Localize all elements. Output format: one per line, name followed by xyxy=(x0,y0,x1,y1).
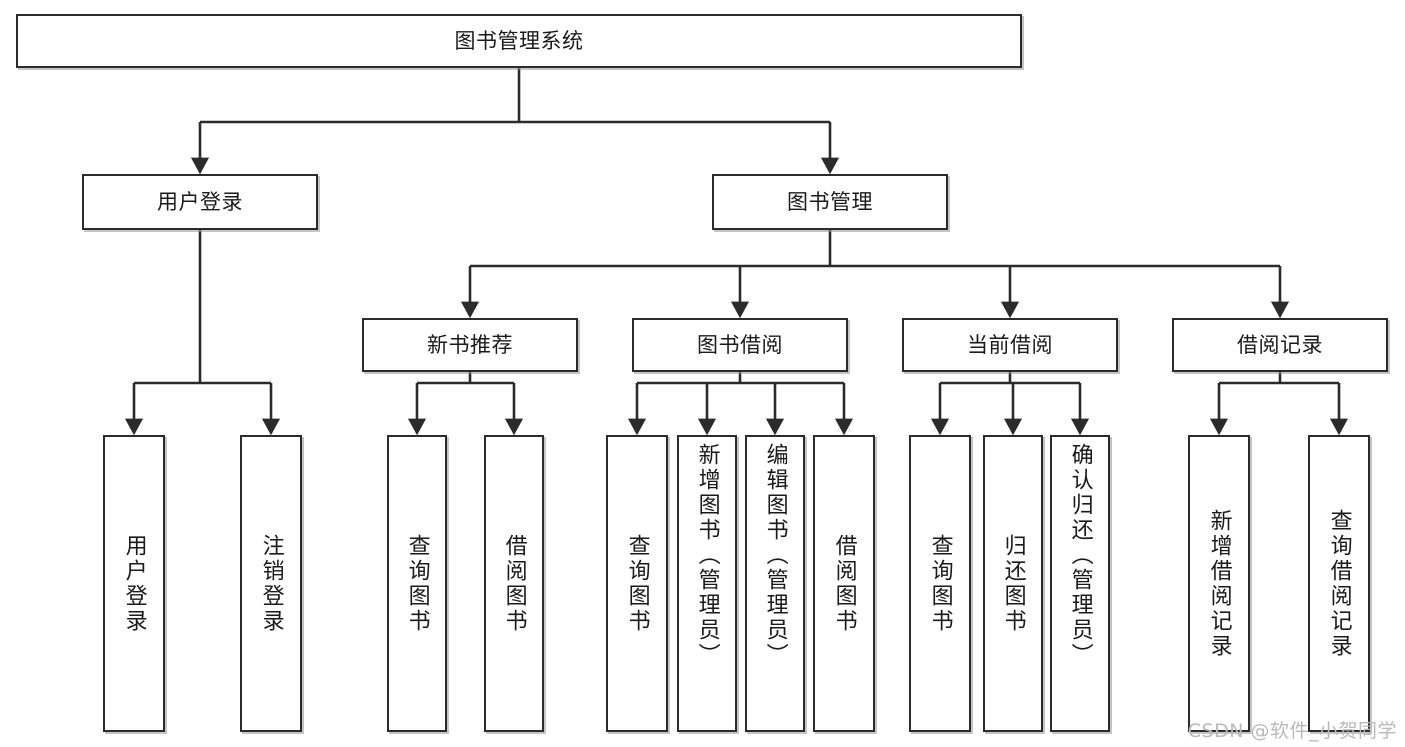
node-leaf-return-book[interactable]: 归还图书 xyxy=(983,435,1043,732)
node-leaf-logout[interactable]: 注销登录 xyxy=(240,435,302,732)
node-leaf-query-book-1[interactable]: 查询图书 xyxy=(387,435,447,732)
node-leaf-edit-book[interactable]: 编辑图书（管理员） xyxy=(745,435,805,732)
node-label: 归还图书 xyxy=(1000,533,1026,634)
node-label: 借阅图书 xyxy=(831,533,857,634)
node-label: 查询图书 xyxy=(624,533,650,634)
node-leaf-add-book[interactable]: 新增图书（管理员） xyxy=(677,435,737,732)
node-leaf-query-book-2[interactable]: 查询图书 xyxy=(606,435,668,732)
node-user-login[interactable]: 用户登录 xyxy=(82,174,318,230)
node-label: 用户登录 xyxy=(121,533,147,634)
node-root[interactable]: 图书管理系统 xyxy=(16,14,1022,68)
node-leaf-borrow-book-1[interactable]: 借阅图书 xyxy=(484,435,544,732)
node-label: 当前借阅 xyxy=(967,332,1053,357)
node-label: 借阅图书 xyxy=(501,533,527,634)
node-label: 图书管理 xyxy=(787,189,873,214)
node-label: 图书管理系统 xyxy=(454,28,584,53)
node-label: 查询图书 xyxy=(927,533,953,634)
node-leaf-confirm-ret[interactable]: 确认归还（管理员） xyxy=(1050,435,1110,732)
node-label: 新书推荐 xyxy=(427,332,513,357)
node-label: 编辑图书（管理员） xyxy=(762,443,788,668)
node-cur-borrow[interactable]: 当前借阅 xyxy=(902,318,1118,372)
node-label: 新增图书（管理员） xyxy=(694,443,720,668)
node-leaf-query-book-3[interactable]: 查询图书 xyxy=(909,435,971,732)
node-label: 借阅记录 xyxy=(1237,332,1323,357)
node-leaf-login[interactable]: 用户登录 xyxy=(103,435,165,732)
node-book-manage[interactable]: 图书管理 xyxy=(712,174,948,230)
node-label: 查询借阅记录 xyxy=(1326,508,1352,659)
node-label: 用户登录 xyxy=(157,189,243,214)
csdn-watermark: CSDN @软件_小贺同学 xyxy=(1187,720,1397,742)
node-label: 确认归还（管理员） xyxy=(1067,443,1093,668)
node-borrow-record[interactable]: 借阅记录 xyxy=(1172,318,1388,372)
node-new-book-rec[interactable]: 新书推荐 xyxy=(362,318,578,372)
node-label: 注销登录 xyxy=(258,533,284,634)
node-leaf-add-record[interactable]: 新增借阅记录 xyxy=(1188,435,1250,732)
node-book-borrow[interactable]: 图书借阅 xyxy=(632,318,848,372)
node-label: 查询图书 xyxy=(404,533,430,634)
node-leaf-query-record[interactable]: 查询借阅记录 xyxy=(1308,435,1370,732)
node-label: 图书借阅 xyxy=(697,332,783,357)
node-label: 新增借阅记录 xyxy=(1206,508,1232,659)
node-leaf-borrow-book-2[interactable]: 借阅图书 xyxy=(813,435,875,732)
